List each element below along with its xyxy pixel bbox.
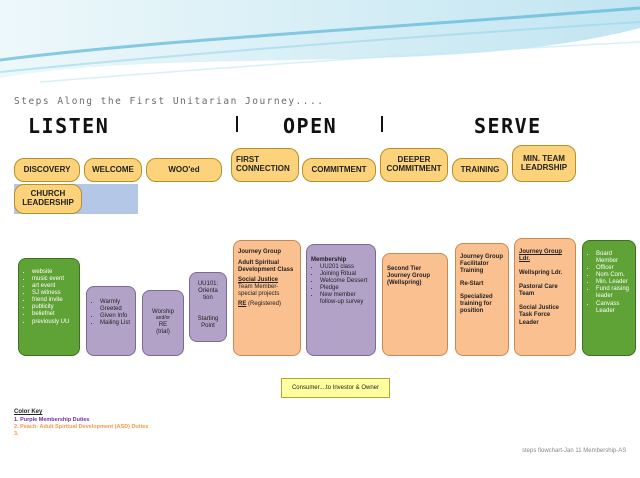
and-or-label: and/or [155, 315, 171, 322]
list-item: SJ witness [32, 290, 75, 297]
journey-group-title: Journey Group [238, 249, 282, 255]
color-key-title: Color Key [14, 409, 43, 415]
membership-title: Membership [311, 257, 347, 263]
list-item: Warmly Greeted [100, 299, 131, 313]
wellspring-leader-label: Wellspring Ldr. [519, 270, 563, 277]
discovery-box: website music event art event SJ witness… [18, 258, 80, 356]
phase-divider [236, 116, 238, 132]
footer-filename: steps flowchart-Jan 11 Membership-AS [522, 448, 627, 454]
uu101-box: UU101: Orienta tion Starting Point [189, 272, 227, 342]
stage-commitment: COMMITMENT [302, 158, 376, 182]
stage-welcome: WELCOME [84, 158, 142, 182]
worship-box: Worship and/or RE (trial) [142, 290, 184, 356]
list-item: Fund raising leader [596, 286, 631, 300]
color-key-purple: 1. Purple Membership Duties [14, 417, 90, 423]
list-item: publicity [32, 304, 75, 311]
facilitator-training-box: Journey Group Facilitator Training Re-St… [455, 243, 509, 356]
second-tier-label: Second Tier Journey Group (Wellspring) [387, 266, 431, 287]
list-item: Min. Leader [596, 279, 631, 286]
consumer-to-owner-note: Consumer....to Investor & Owner [281, 378, 390, 398]
facilitator-training-label: Journey Group Facilitator Training [460, 254, 504, 275]
pastoral-care-label: Pastoral Care Team [519, 284, 558, 298]
header-swoosh-graphic [0, 0, 640, 83]
membership-box: Membership UU201 class Joining Ritual We… [306, 244, 376, 356]
list-item: UU201 class [320, 264, 371, 271]
stage-wooed: WOO'ed [146, 158, 222, 182]
list-item: Welcome Dessert [320, 278, 371, 285]
stage-first-connection: FIRST CONNECTION [231, 148, 299, 182]
page-subtitle: Steps Along the First Unitarian Journey.… [14, 96, 325, 107]
journey-group-box: Journey Group Adult Spiritual Developmen… [233, 240, 301, 356]
list-item: New member follow-up survey [320, 292, 371, 306]
list-item: website [32, 269, 75, 276]
welcome-box: Warmly Greeted Given Info Mailing List [86, 286, 136, 356]
list-item: music event [32, 276, 75, 283]
list-item: Given Info [100, 313, 131, 320]
list-item: Pledge [320, 285, 371, 292]
list-item: Nom Com. [596, 272, 631, 279]
asd-class-label: Adult Spiritual Development Class [238, 260, 294, 274]
list-item: Canvass Leader [596, 301, 631, 315]
phase-listen: LISTEN [28, 114, 110, 138]
trial-label: (trial) [156, 329, 170, 336]
uu101-label: UU101: Orienta tion [197, 281, 219, 302]
list-item: previously UU [32, 319, 75, 326]
social-justice-label: Social Justice [238, 277, 279, 284]
list-item: friend invite [32, 297, 75, 304]
stage-deeper-commitment: DEEPER COMMITMENT [380, 148, 448, 182]
starting-point-label: Starting Point [197, 316, 219, 330]
second-tier-box: Second Tier Journey Group (Wellspring) [382, 253, 448, 356]
worship-label: Worship [152, 309, 174, 315]
team-member-label: Team Member- special projects [238, 284, 280, 298]
church-leadership-box: Board Member Officer Nom Com. Min. Leade… [582, 240, 636, 356]
color-key-item-3: 3. [14, 431, 19, 437]
re-label: RE [238, 301, 247, 308]
re-label: RE [158, 321, 168, 328]
specialized-training-label: Specialized training for position [460, 294, 493, 315]
phase-serve: SERVE [474, 114, 542, 138]
list-item: Officer [596, 265, 631, 272]
list-item: Board Member [596, 251, 631, 265]
list-item: Joining Ritual [320, 271, 371, 278]
list-item: beliefnet [32, 311, 75, 318]
list-item: art event [32, 283, 75, 290]
jg-leader-label: Journey Group Ldr. [519, 249, 563, 263]
sj-task-force-label: Social Justice Task Force Leader [519, 305, 560, 326]
stage-min-team-leadership: MIN. TEAM LEADRSHIP [512, 145, 576, 182]
restart-label: Re-Start [460, 281, 484, 288]
phase-open: OPEN [283, 114, 338, 138]
color-key-peach: 2. Peach- Adult Spiritual Development (A… [14, 424, 149, 430]
min-team-box: Journey Group Ldr. Wellspring Ldr. Pasto… [514, 238, 576, 356]
stage-training: TRAINING [452, 158, 508, 182]
list-item: Mailing List [100, 320, 131, 327]
phase-divider [381, 116, 383, 132]
stage-church-leadership: CHURCH LEADERSHIP [14, 184, 82, 214]
stage-discovery: DISCOVERY [14, 158, 80, 182]
registered-label: (Registered) [248, 301, 282, 308]
